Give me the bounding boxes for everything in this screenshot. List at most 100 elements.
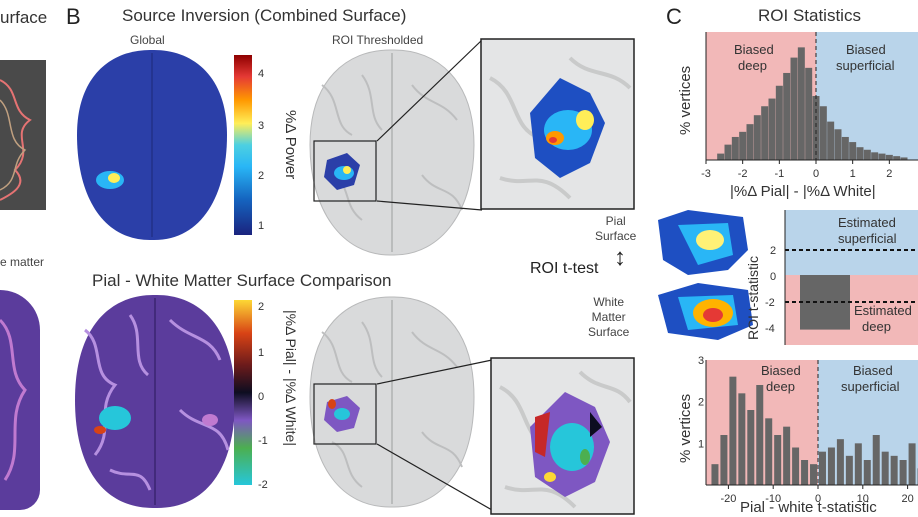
surface-meshes	[658, 210, 753, 340]
hist-bar	[775, 85, 783, 160]
hist-bar	[765, 418, 773, 485]
hist-bar	[899, 460, 907, 485]
hist-top-deep-label-1: Biased	[734, 42, 774, 57]
hist-bar	[790, 57, 798, 160]
panel-c-letter: C	[666, 4, 682, 29]
hist-bar	[753, 115, 761, 160]
cbar-power-tick-4: 4	[258, 68, 264, 80]
hist-bar	[729, 376, 737, 485]
hist-bar	[792, 447, 800, 485]
hist-top-ylabel: % vertices	[677, 66, 694, 135]
hist-bar	[871, 152, 879, 160]
cbar-pw-tick-0: 0	[258, 391, 264, 403]
ttest-tick-0: 0	[770, 271, 776, 283]
ttest-tick-m4: -4	[765, 323, 775, 335]
hist-bar	[856, 147, 864, 160]
hist-bottom-deep-label-1: Biased	[761, 363, 801, 378]
hist-bar	[841, 136, 849, 160]
hist-top-bars	[717, 47, 908, 160]
hist-bar	[890, 455, 898, 485]
x-tick-label: -1	[774, 168, 784, 180]
panel-a-label-fragment: e matter	[0, 255, 45, 269]
x-tick-label: -20	[720, 493, 736, 505]
x-tick-label: -2	[738, 168, 748, 180]
cbar-power-label: %Δ Power	[282, 110, 299, 179]
hist-bar	[797, 47, 805, 160]
y-tick-label: 3	[698, 355, 704, 367]
hist-bar	[812, 96, 820, 160]
hist-bar	[845, 455, 853, 485]
x-tick-label: -10	[765, 493, 781, 505]
cbar-power-tick-3: 3	[258, 120, 264, 132]
zoom-inset-top	[480, 38, 635, 210]
ttest-deep-label-1: Estimated	[854, 303, 912, 318]
x-tick-label: 1	[850, 168, 856, 180]
panel-b-title-top: Source Inversion (Combined Surface)	[122, 6, 407, 25]
hist-bottom-sup-label-2: superficial	[841, 379, 900, 394]
hist-bar	[854, 443, 862, 485]
brain-pial-white-map	[75, 295, 235, 508]
x-tick-label: 0	[815, 493, 821, 505]
hist-bar	[863, 460, 871, 485]
mri-cortex-contours	[0, 60, 46, 210]
hist-bar	[819, 106, 827, 160]
cbar-power-tick-2: 2	[258, 170, 264, 182]
cbar-pw-tick-m1: -1	[258, 435, 268, 447]
hist-bar	[878, 153, 886, 160]
brain-roi-thresholded	[309, 49, 475, 256]
colorbar-pial-white: 2 1 0 -1 -2 |%Δ Pial| - |%Δ White|	[234, 300, 299, 491]
zoom-inset-bottom	[490, 357, 635, 515]
cbar-pw-tick-m2: -2	[258, 479, 268, 491]
panel-c-title: ROI Statistics	[758, 6, 861, 25]
x-tick-label: 0	[813, 168, 819, 180]
hist-top-xlabel: |%Δ Pial| - |%Δ White|	[730, 183, 876, 200]
hist-bottom-sup-label-1: Biased	[853, 363, 893, 378]
hist-bar	[885, 154, 893, 160]
zoom-lines-top	[376, 39, 483, 211]
label-roi-thresholded: ROI Thresholded	[332, 33, 424, 47]
hist-bar	[827, 447, 835, 485]
white-surface-label: White Matter Surface	[588, 295, 630, 339]
label-global: Global	[130, 33, 165, 47]
hist-bar	[717, 153, 725, 160]
hist-bar	[761, 106, 769, 160]
hist-bottom-bars	[711, 376, 918, 485]
ttest-ylabel: ROI t-statistic	[745, 256, 761, 340]
hist-top-deep-label-2: deep	[738, 58, 767, 73]
hist-bar	[872, 435, 880, 485]
colorbar-power: 4 3 2 1 %Δ Power	[234, 55, 299, 235]
hist-bar	[810, 464, 818, 485]
hist-bar	[863, 149, 871, 160]
mri-slice-image	[0, 60, 46, 210]
hist-bar	[805, 67, 813, 160]
brain-global-map	[77, 50, 227, 240]
ttest-sup-label-2: superficial	[838, 231, 897, 246]
hist-bar	[731, 136, 739, 160]
hist-bottom-deep-label-2: deep	[766, 379, 795, 394]
hist-bar	[900, 157, 908, 160]
hist-bar	[893, 156, 901, 160]
cbar-pw-label: |%Δ Pial| - |%Δ White|	[283, 310, 299, 446]
hist-bar	[747, 410, 755, 485]
hist-bar	[827, 121, 835, 160]
hist-bar	[756, 385, 764, 485]
hist-bar	[720, 435, 728, 485]
hist-bar	[908, 443, 916, 485]
brain-slice-purple	[0, 290, 40, 510]
ttest-deep-label-2: deep	[862, 319, 891, 334]
cbar-pw-tick-2: 2	[258, 301, 264, 313]
panel-b-title-bottom: Pial - White Matter Surface Comparison	[92, 271, 392, 290]
hist-bar	[711, 464, 719, 485]
hist-bar	[881, 451, 889, 485]
zoom-lines-bottom	[376, 359, 493, 511]
hist-bar	[834, 129, 842, 160]
x-tick-label: 2	[886, 168, 892, 180]
hist-top-sup-label-1: Biased	[846, 42, 886, 57]
hist-bar	[746, 124, 754, 160]
ttest-chart: 2 0 -2 -4 Estimated superficial Estimate…	[745, 210, 918, 345]
hist-bar	[783, 72, 791, 160]
hist-bar	[818, 451, 826, 485]
pial-surface-label: Pial Surface	[595, 214, 637, 243]
hist-top-chart: -3-2-10123 Biased deep Biased superficia…	[677, 32, 918, 200]
